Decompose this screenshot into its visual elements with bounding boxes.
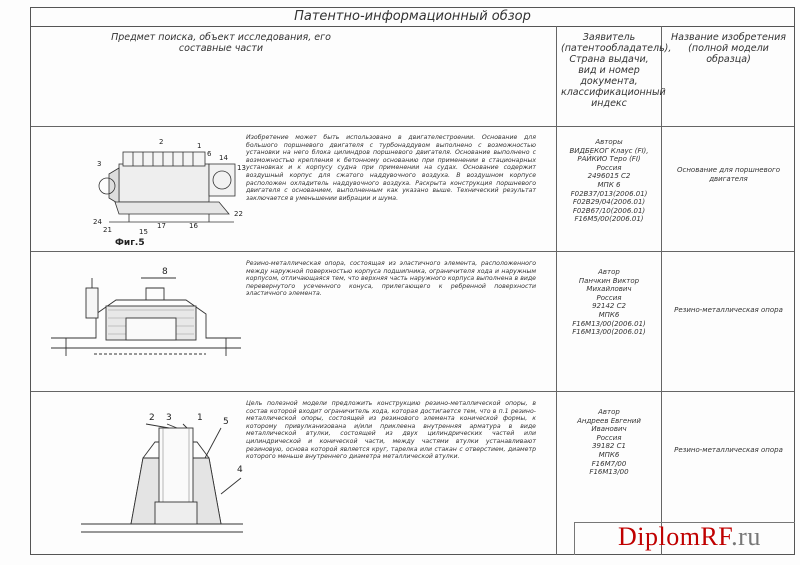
callout-label: 13 — [237, 164, 246, 172]
page-title: Патентно-информационный обзор — [31, 8, 794, 27]
row-applicant: Автор Панчкин Виктор Михайлович Россия 9… — [572, 268, 646, 337]
row-applicant: Автор Андреев Евгений Иванович Россия 39… — [577, 408, 641, 477]
callout-label: 4 — [237, 465, 243, 475]
row-divider — [31, 251, 794, 252]
row-description: Резино-металлическая опора, состоящая из… — [246, 260, 536, 298]
row-invention-name: Основание для поршневого двигателя — [676, 166, 780, 183]
column-divider — [556, 26, 557, 555]
callout-label: 15 — [139, 228, 148, 236]
row-applicant: Авторы ВИДБЕКОГ Клаус (FI), РАЙКИО Теро … — [569, 138, 649, 224]
callout-label: 1 — [197, 413, 203, 423]
drawing-frame: Патентно-информационный обзор Предмет по… — [30, 7, 795, 555]
header-applicant: Заявитель (патентообладатель), Страна вы… — [561, 32, 672, 109]
row-description: Цель полезной модели предложить конструк… — [246, 400, 536, 461]
review-table: Предмет поиска, объект исследования, его… — [31, 26, 794, 555]
row-invention-name: Резино-металлическая опора — [674, 306, 783, 314]
callout-label: 24 — [93, 218, 102, 226]
callout-label: 3 — [166, 413, 172, 423]
watermark-main: DiplomRF — [618, 522, 732, 551]
callout-label: 1 — [197, 142, 201, 150]
callout-label: 2 — [159, 138, 163, 146]
watermark-logo: DiplomRF.ru — [618, 522, 761, 552]
callout-label: 17 — [157, 222, 166, 230]
callout-label: 8 — [162, 267, 168, 277]
figure-label: Фиг.5 — [115, 238, 145, 248]
callout-label: 14 — [219, 154, 228, 162]
callout-label: 3 — [97, 160, 101, 168]
rubber-metal-mount-drawing-2: 2 3 1 5 4 — [81, 413, 243, 533]
callout-label: 2 — [149, 413, 155, 423]
header-subject: Предмет поиска, объект исследования, его… — [111, 32, 331, 54]
watermark-suffix: .ru — [731, 522, 761, 551]
row-invention-name: Резино-металлическая опора — [674, 446, 783, 454]
row-divider — [31, 126, 794, 127]
callout-label: 16 — [189, 222, 198, 230]
callout-label: 5 — [223, 417, 229, 427]
header-invention-name: Название изобретения (полной модели обра… — [671, 32, 786, 65]
row-divider — [31, 391, 794, 392]
engine-drawing: 2 1 3 6 14 13 24 21 15 17 16 22 — [93, 138, 246, 236]
row-description: Изобретение может быть использовано в дв… — [246, 134, 536, 202]
callout-label: 6 — [207, 150, 212, 158]
callout-label: 21 — [103, 226, 112, 234]
rubber-metal-mount-drawing-1: 8 — [51, 267, 241, 356]
callout-label: 22 — [234, 210, 243, 218]
title-block-stamp — [574, 522, 795, 555]
column-divider — [661, 26, 662, 555]
